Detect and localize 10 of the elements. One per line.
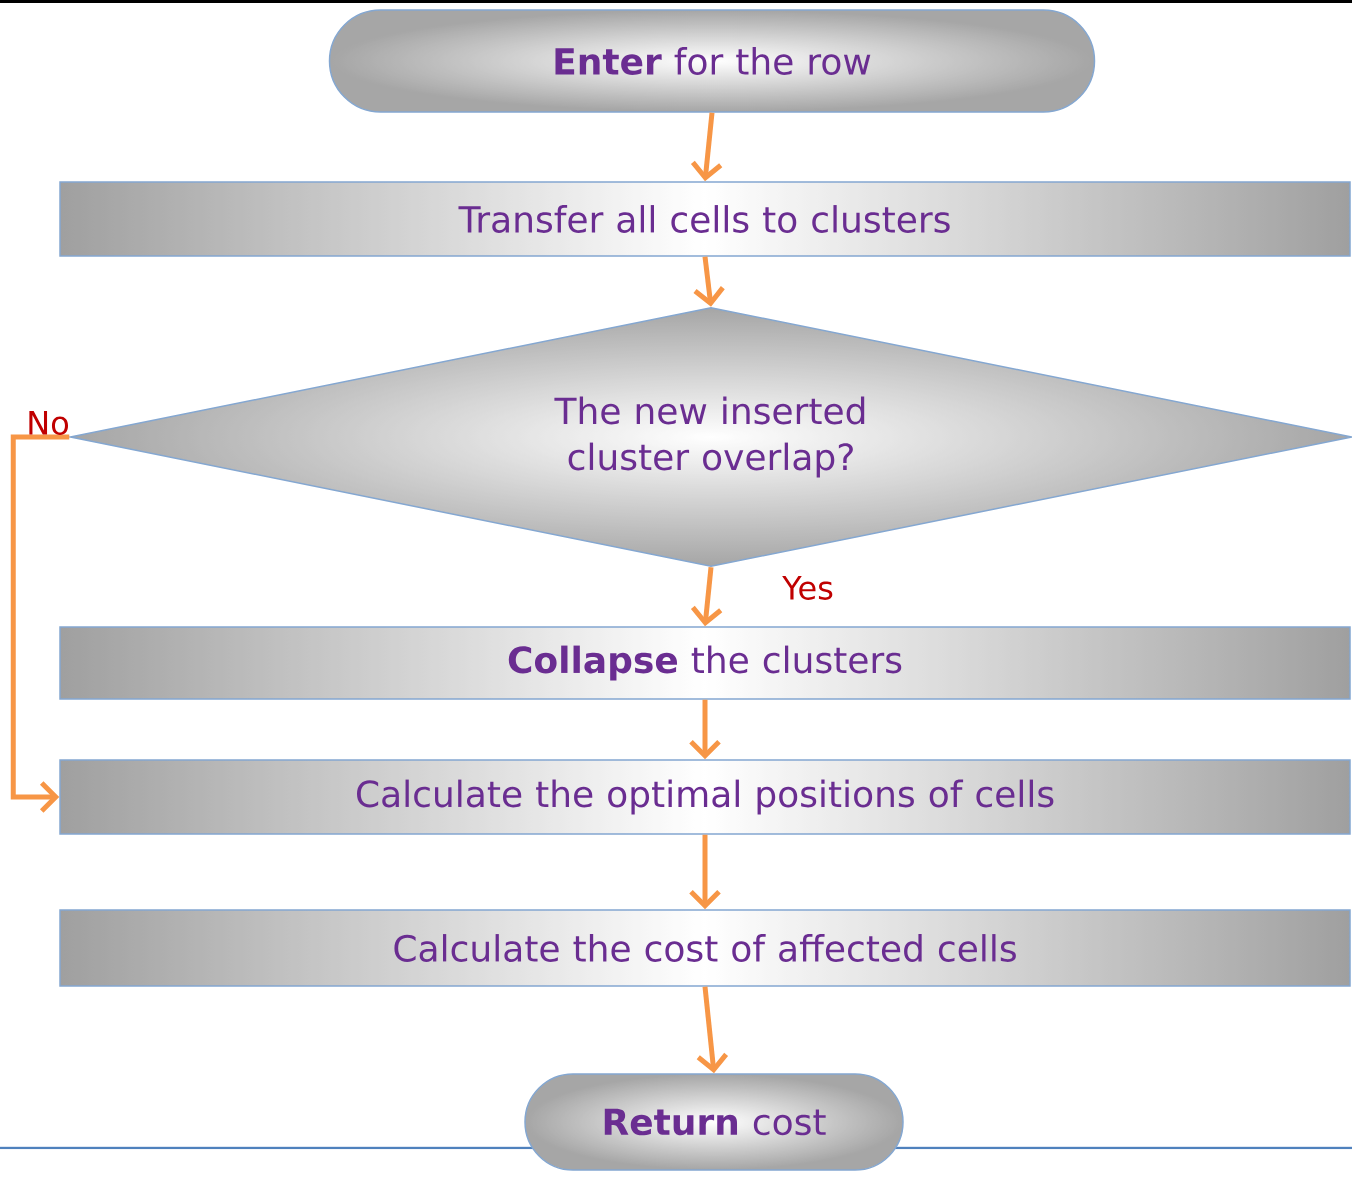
arrow	[10, 434, 70, 813]
arrow	[696, 986, 729, 1074]
edge-label: Yes	[782, 576, 833, 600]
arrow	[689, 834, 721, 910]
edge-label: No	[29, 411, 68, 435]
process-box: Transfer all cells to clusters	[59, 181, 1351, 257]
process-box: Calculate the optimal positions of cells	[59, 759, 1351, 835]
process-box: Collapse the clusters	[59, 626, 1351, 700]
arrow	[690, 112, 723, 182]
process-box: Calculate the cost of affected cells	[59, 909, 1351, 987]
